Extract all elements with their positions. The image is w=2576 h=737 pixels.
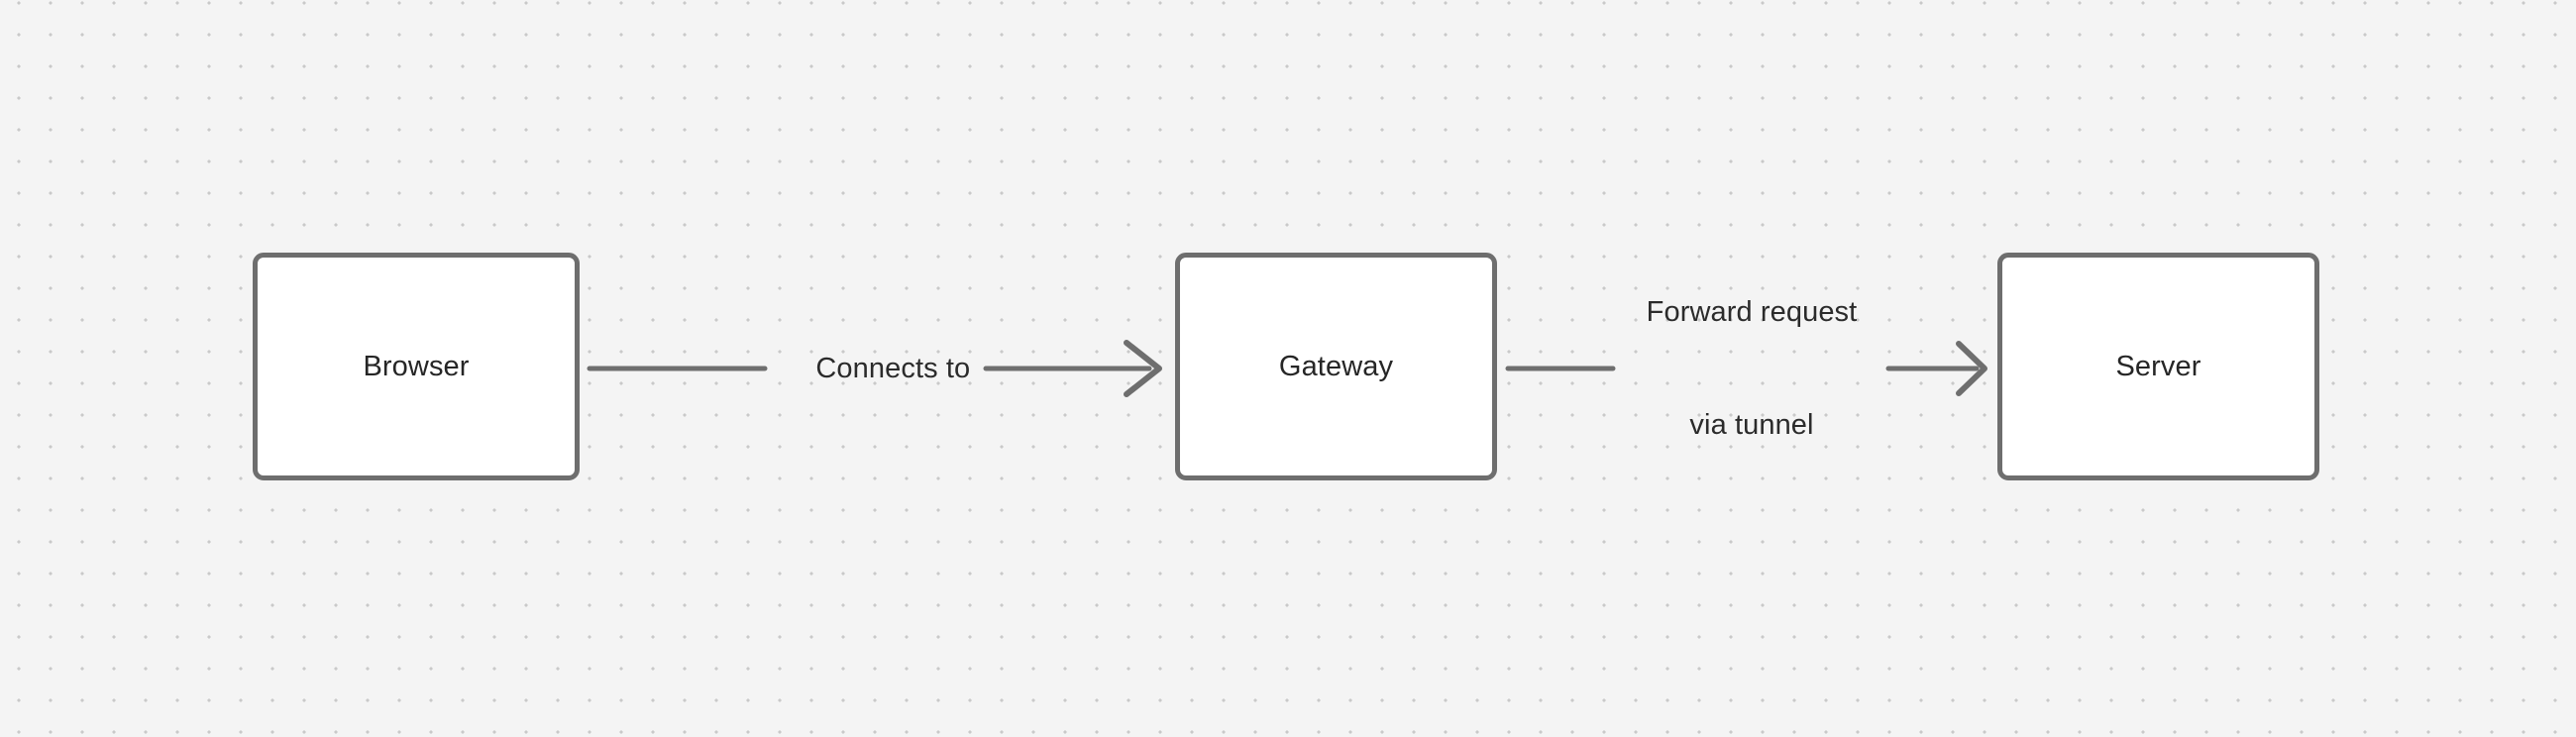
node-server-label: Server: [2115, 350, 2201, 382]
node-gateway-label: Gateway: [1278, 350, 1394, 382]
node-gateway[interactable]: Gateway: [1175, 253, 1497, 480]
edge-label-line-1: Forward request: [1646, 296, 1858, 328]
node-server[interactable]: Server: [1997, 253, 2319, 480]
edge-label-connects-to: Connects to: [784, 312, 971, 425]
edge-label-line-2: via tunnel: [1689, 409, 1814, 441]
edge-label-line: Connects to: [815, 353, 971, 384]
node-browser-label: Browser: [363, 350, 470, 382]
arrowhead-icon: [1124, 340, 1162, 397]
edge-label-forward-request-via-tunnel: Forward request via tunnel: [1647, 218, 1858, 519]
arrowhead-icon: [1956, 341, 1987, 396]
node-browser[interactable]: Browser: [253, 253, 580, 480]
